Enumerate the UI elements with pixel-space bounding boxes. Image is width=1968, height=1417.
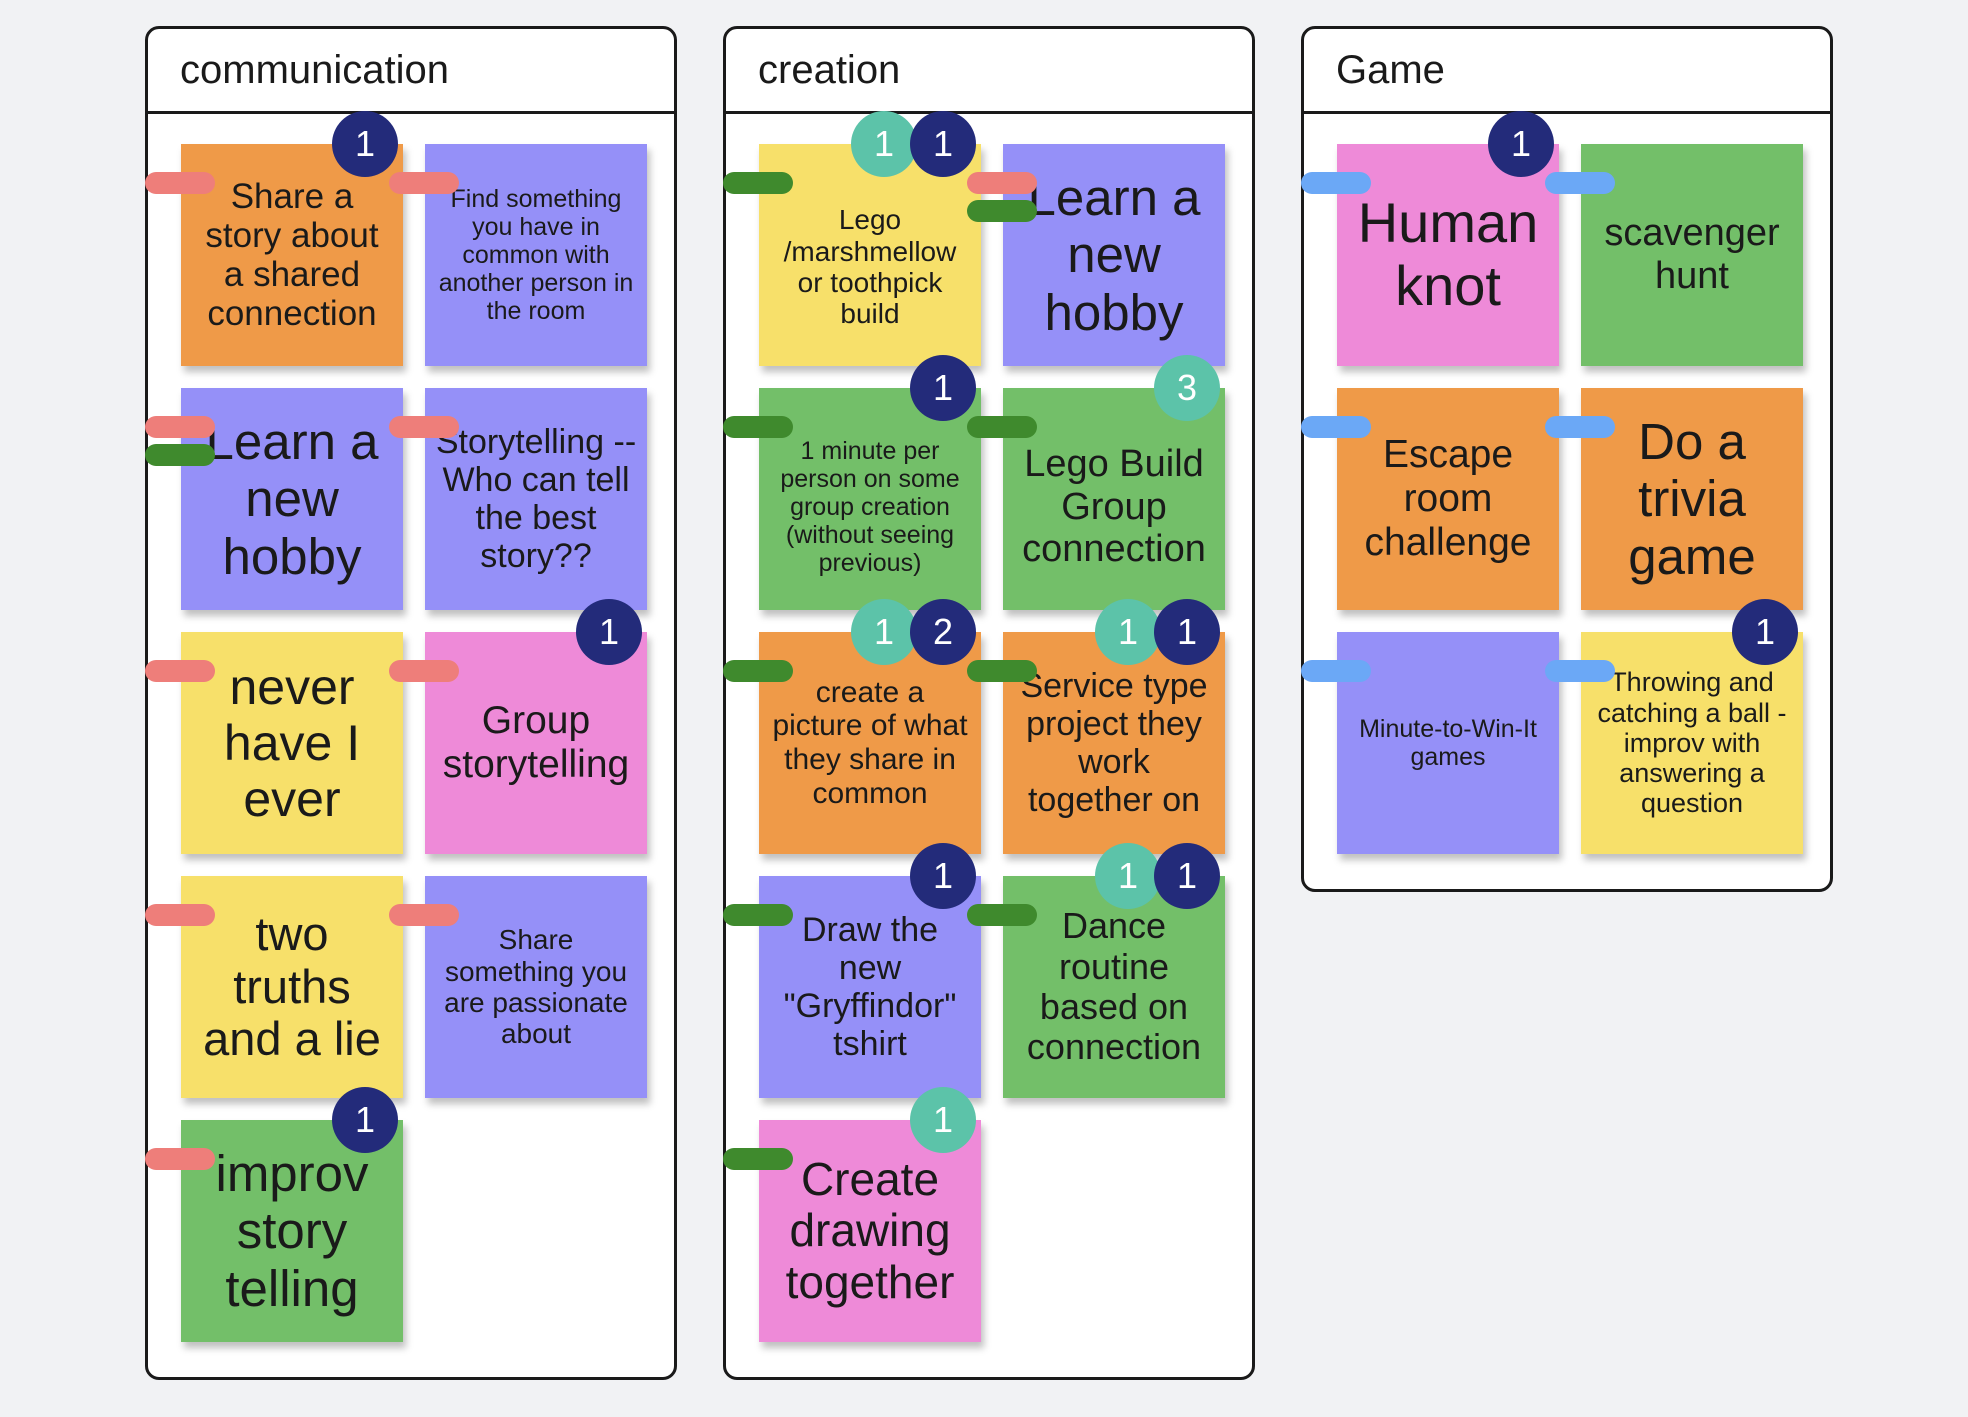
sticky-note-text: Dance routine based on connection: [1026, 905, 1202, 1068]
sticky-note-text: Find something you have in common with a…: [438, 185, 634, 325]
tag-green: [723, 904, 793, 926]
reaction-count-badge[interactable]: 1: [910, 1087, 976, 1153]
vote-count-badge[interactable]: 1: [1488, 111, 1554, 177]
sticky-note-text: Service type project they work together …: [1020, 666, 1208, 820]
sticky-note-text: create a picture of what they share in c…: [772, 675, 968, 810]
tag-green: [967, 416, 1037, 438]
sticky-note[interactable]: 1 minute per person on some group creati…: [759, 388, 981, 610]
sticky-note[interactable]: Do a trivia game: [1581, 388, 1803, 610]
sticky-note-text: Lego /marshmellow or toothpick build: [783, 204, 957, 330]
tag-green: [723, 660, 793, 682]
tag-blue: [1301, 172, 1371, 194]
tag-green: [967, 660, 1037, 682]
tag-green: [967, 200, 1037, 222]
sticky-note-text: never have I ever: [223, 659, 361, 827]
reaction-count-badge[interactable]: 1: [851, 599, 917, 665]
sticky-note[interactable]: never have I ever: [181, 632, 403, 854]
vote-count-badge[interactable]: 1: [1154, 843, 1220, 909]
sticky-note-text: Learn a new hobby: [1027, 169, 1201, 341]
sticky-note-text: Storytelling -- Who can tell the best st…: [435, 422, 637, 576]
tag-green: [967, 904, 1037, 926]
vote-count-badge[interactable]: 1: [1732, 599, 1798, 665]
sticky-note-text: Lego Build Group connection: [1022, 443, 1206, 571]
vote-count-badge[interactable]: 1: [576, 599, 642, 665]
vote-count-badge[interactable]: 1: [332, 1087, 398, 1153]
vote-count-badge[interactable]: 2: [910, 599, 976, 665]
sticky-note[interactable]: two truths and a lie: [181, 876, 403, 1098]
tag-green: [723, 172, 793, 194]
sticky-note-text: Minute-to-Win-It games: [1359, 715, 1537, 771]
tag-red: [967, 172, 1037, 194]
tag-blue: [1301, 416, 1371, 438]
sticky-note[interactable]: Group storytelling: [425, 632, 647, 854]
sticky-note[interactable]: Lego Build Group connection: [1003, 388, 1225, 610]
column-title[interactable]: creation: [726, 29, 1252, 114]
column-title[interactable]: Game: [1304, 29, 1830, 114]
tag-blue: [1301, 660, 1371, 682]
sticky-note[interactable]: Storytelling -- Who can tell the best st…: [425, 388, 647, 610]
sticky-note-text: Do a trivia game: [1628, 413, 1756, 585]
reaction-count-badge[interactable]: 3: [1154, 355, 1220, 421]
tag-red: [145, 660, 215, 682]
sticky-note[interactable]: Lego /marshmellow or toothpick build: [759, 144, 981, 366]
tag-red: [389, 416, 459, 438]
sticky-note-text: 1 minute per person on some group creati…: [780, 437, 960, 577]
tag-red: [145, 416, 215, 438]
sticky-note-text: Share something you are passionate about: [444, 924, 628, 1050]
tag-green: [145, 444, 215, 466]
sticky-note[interactable]: Minute-to-Win-It games: [1337, 632, 1559, 854]
sticky-note-text: Escape room challenge: [1364, 433, 1532, 564]
sticky-note-text: Learn a new hobby: [205, 413, 379, 585]
tag-red: [145, 904, 215, 926]
tag-blue: [1545, 660, 1615, 682]
tag-blue: [1545, 416, 1615, 438]
sticky-note-text: Draw the new "Gryffindor" tshirt: [783, 910, 957, 1064]
sticky-note-text: Throwing and catching a ball - improv wi…: [1597, 667, 1787, 819]
vote-count-badge[interactable]: 1: [1154, 599, 1220, 665]
tag-green: [723, 1148, 793, 1170]
sticky-note[interactable]: Learn a new hobby: [1003, 144, 1225, 366]
sticky-note-text: Human knot: [1357, 191, 1539, 317]
column-creation: creation Lego /marshmellow or toothpick …: [723, 26, 1255, 1380]
sticky-note[interactable]: Human knot: [1337, 144, 1559, 366]
tag-red: [145, 172, 215, 194]
tag-blue: [1545, 172, 1615, 194]
sticky-note[interactable]: Dance routine based on connection: [1003, 876, 1225, 1098]
tag-red: [389, 660, 459, 682]
sticky-note-text: Group storytelling: [442, 699, 630, 786]
sticky-note[interactable]: Draw the new "Gryffindor" tshirt: [759, 876, 981, 1098]
sticky-note-text: Create drawing together: [785, 1152, 955, 1308]
sticky-note[interactable]: Throwing and catching a ball - improv wi…: [1581, 632, 1803, 854]
column-game: Game Human knot scavenger hunt Escape ro…: [1301, 26, 1833, 892]
vote-count-badge[interactable]: 1: [332, 111, 398, 177]
reaction-count-badge[interactable]: 1: [1095, 843, 1161, 909]
reaction-count-badge[interactable]: 1: [851, 111, 917, 177]
sticky-note[interactable]: create a picture of what they share in c…: [759, 632, 981, 854]
column-communication: communication Share a story about a shar…: [145, 26, 677, 1380]
sticky-note[interactable]: scavenger hunt: [1581, 144, 1803, 366]
reaction-count-badge[interactable]: 1: [1095, 599, 1161, 665]
vote-count-badge[interactable]: 1: [910, 843, 976, 909]
sticky-note[interactable]: Service type project they work together …: [1003, 632, 1225, 854]
sticky-note[interactable]: Share something you are passionate about: [425, 876, 647, 1098]
vote-count-badge[interactable]: 1: [910, 111, 976, 177]
tag-red: [145, 1148, 215, 1170]
sticky-note[interactable]: Learn a new hobby: [181, 388, 403, 610]
vote-count-badge[interactable]: 1: [910, 355, 976, 421]
sticky-note[interactable]: Escape room challenge: [1337, 388, 1559, 610]
sticky-note-text: two truths and a lie: [203, 907, 381, 1066]
column-title[interactable]: communication: [148, 29, 674, 114]
sticky-note-text: improv story telling: [215, 1145, 369, 1317]
sticky-note[interactable]: Share a story about a shared connection: [181, 144, 403, 366]
tag-red: [389, 172, 459, 194]
sticky-note[interactable]: Create drawing together: [759, 1120, 981, 1342]
sticky-note[interactable]: improv story telling: [181, 1120, 403, 1342]
tag-green: [723, 416, 793, 438]
tag-red: [389, 904, 459, 926]
sticky-note[interactable]: Find something you have in common with a…: [425, 144, 647, 366]
sticky-note-text: Share a story about a shared connection: [205, 176, 379, 334]
sticky-note-text: scavenger hunt: [1604, 212, 1780, 297]
